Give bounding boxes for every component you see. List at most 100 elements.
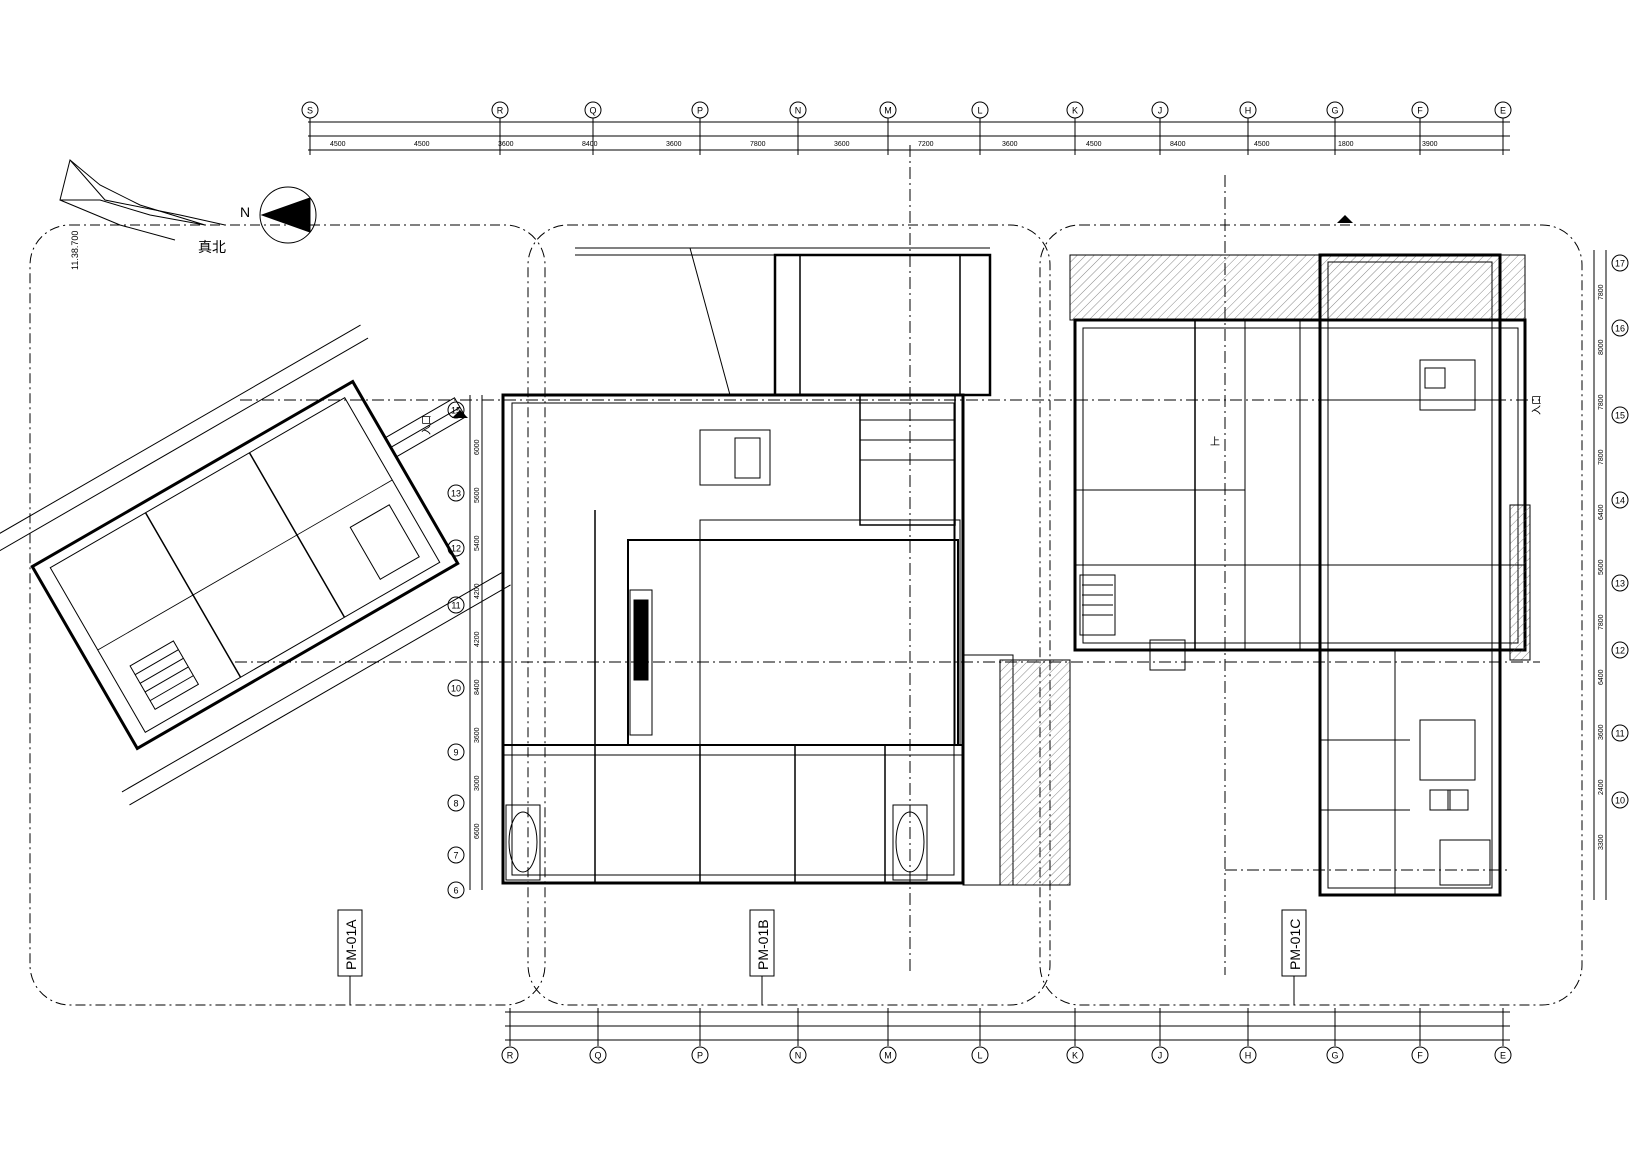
top-grid-bubble: H <box>1239 101 1257 119</box>
top-grid-bubble: N <box>789 101 807 119</box>
elevation-tag: 11.38.700 <box>70 231 80 270</box>
right-dimension: 2400 <box>1598 779 1605 795</box>
bottom-grid-bubble-label: N <box>795 1051 802 1061</box>
top-grid-bubble-label: P <box>697 106 703 116</box>
right-grid-bubble: 16 <box>1611 319 1629 337</box>
left-dimension: 5600 <box>474 487 481 503</box>
top-dimension: 8400 <box>1170 141 1186 148</box>
top-grid-bubble: Q <box>584 101 602 119</box>
stairs-up-note: 上 <box>1210 436 1220 448</box>
top-dimension: 3900 <box>1422 141 1438 148</box>
entrance-arrow-a <box>452 410 468 418</box>
top-grid-bubble-label: J <box>1158 106 1163 116</box>
right-dimension: 3600 <box>1598 724 1605 740</box>
entrance-arrow-c <box>1337 215 1353 223</box>
top-grid-bubble-label: H <box>1245 106 1252 116</box>
left-dimension: 4200 <box>474 631 481 647</box>
bottom-grid-bubble: F <box>1411 1046 1429 1064</box>
top-dimension: 1800 <box>1338 141 1354 148</box>
top-dimension: 4500 <box>414 141 430 148</box>
entrance-note-a: 入口 <box>422 415 433 435</box>
left-grid-bubble-label: 8 <box>453 799 458 809</box>
top-dimension: 3600 <box>666 141 682 148</box>
top-grid-bubble-label: F <box>1417 106 1423 116</box>
left-grid-strip <box>469 395 483 890</box>
right-dimension: 3300 <box>1598 834 1605 850</box>
left-grid-bubble-label: 10 <box>451 684 461 694</box>
top-dimension: 7200 <box>918 141 934 148</box>
section-tag-a: PM-01A <box>337 909 363 1005</box>
left-grid-bubble-label: 12 <box>451 544 461 554</box>
top-dimension: 3600 <box>1002 141 1018 148</box>
top-dimension: 4500 <box>1254 141 1270 148</box>
top-grid-bubble-label: N <box>795 106 802 116</box>
left-grid-bubble-label: 11 <box>451 601 460 611</box>
bottom-grid-bubble: K <box>1066 1046 1084 1064</box>
top-dimension: 4500 <box>1086 141 1102 148</box>
left-grid-bubble: 6 <box>447 881 465 899</box>
top-grid-bubble: R <box>491 101 509 119</box>
compass-caption: 真北 <box>198 239 226 255</box>
left-dimension: 4200 <box>474 583 481 599</box>
section-tag-c: PM-01C <box>1281 909 1307 1005</box>
bottom-grid-bubble-label: R <box>507 1051 514 1061</box>
right-grid-bubble-label: 12 <box>1615 646 1625 656</box>
top-grid-bubble: G <box>1326 101 1344 119</box>
left-grid-bubble-label: 13 <box>451 489 461 499</box>
top-dimension: 7800 <box>750 141 766 148</box>
section-outlines <box>29 224 1583 1006</box>
top-grid-bubble-label: Q <box>589 106 596 116</box>
bottom-grid-bubble-label: F <box>1417 1051 1423 1061</box>
left-grid-bubble-label: 7 <box>453 851 458 861</box>
bottom-grid-bubble: J <box>1151 1046 1169 1064</box>
bottom-grid-bubble-label: E <box>1500 1051 1506 1061</box>
bottom-grid-bubble-label: L <box>977 1051 982 1061</box>
bottom-grid-bubble-label: J <box>1158 1051 1163 1061</box>
left-grid-bubble-label: 6 <box>453 886 458 896</box>
top-dimension: 3600 <box>834 141 850 148</box>
bottom-grid-bubble-label: G <box>1331 1051 1338 1061</box>
left-grid-bubble: 8 <box>447 794 465 812</box>
right-grid-bubble-label: 11 <box>1615 729 1624 739</box>
right-grid-bubble: 13 <box>1611 574 1629 592</box>
right-dimension: 7800 <box>1598 614 1605 630</box>
bottom-grid-bubble-label: H <box>1245 1051 1252 1061</box>
block-c-plan <box>1069 253 1531 897</box>
bottom-grid-bubble: P <box>691 1046 709 1064</box>
top-grid-bubble-label: K <box>1072 106 1078 116</box>
left-dimension: 3600 <box>474 727 481 743</box>
left-dimension: 5400 <box>474 535 481 551</box>
bottom-grid-bubble: N <box>789 1046 807 1064</box>
left-grid-bubble: 7 <box>447 846 465 864</box>
bottom-grid-bubble: M <box>879 1046 897 1064</box>
top-grid-bubble: L <box>971 101 989 119</box>
right-grid-bubble-label: 10 <box>1615 796 1625 806</box>
section-axis-lines <box>235 145 1540 975</box>
bottom-grid-strip <box>505 1008 1510 1046</box>
top-dimension: 8400 <box>582 141 598 148</box>
right-grid-bubble-label: 16 <box>1615 324 1625 334</box>
north-label: N <box>240 204 250 220</box>
left-grid-bubble: 10 <box>447 679 465 697</box>
top-grid-bubble-label: G <box>1331 106 1338 116</box>
block-a-plan <box>0 324 511 806</box>
right-dimension: 5600 <box>1598 559 1605 575</box>
top-grid-bubble-label: E <box>1500 106 1506 116</box>
left-grid-bubble-label: 9 <box>453 748 458 758</box>
bottom-grid-bubble-label: M <box>884 1051 892 1061</box>
left-dimension: 3000 <box>474 775 481 791</box>
right-dimension: 7800 <box>1598 394 1605 410</box>
section-label-c: PM-01C <box>1287 919 1303 970</box>
bottom-grid-bubble-label: Q <box>594 1051 601 1061</box>
top-grid-bubble: S <box>301 101 319 119</box>
top-grid-bubble-label: M <box>884 106 892 116</box>
right-dimension-texts: 7800800078007800640056007800640036002400… <box>1598 284 1605 850</box>
top-grid-bubble: P <box>691 101 709 119</box>
section-label-b: PM-01B <box>755 919 771 970</box>
bottom-grid-bubble: L <box>971 1046 989 1064</box>
block-b-plan <box>501 247 1071 886</box>
left-grid-bubble: 9 <box>447 743 465 761</box>
